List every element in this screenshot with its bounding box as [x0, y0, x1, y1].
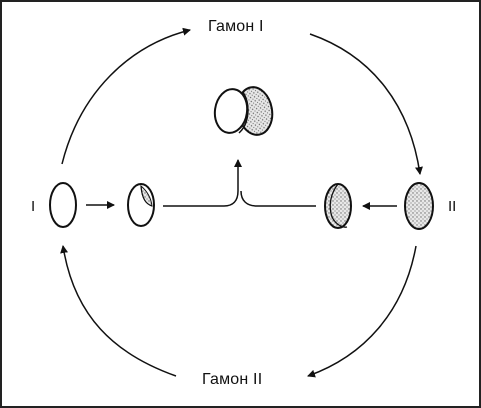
arrow-cell-i-to-gamone-i [62, 30, 190, 164]
join-line-right [241, 191, 316, 206]
cell-ii [405, 183, 433, 229]
arrow-gamone-i-to-cell-ii [310, 34, 420, 174]
arrow-cell-ii-to-gamone-ii [308, 246, 416, 376]
modified-cell-ii [325, 184, 351, 228]
gamone-ii-label: Гамон II [202, 371, 262, 389]
arrow-gamone-ii-to-cell-i [63, 246, 176, 376]
cell-i-label: I [31, 198, 35, 215]
gamone-i-label: Гамон I [208, 18, 264, 36]
cell-i [50, 183, 76, 227]
conjugant-pair [212, 84, 276, 137]
cell-ii-label: II [448, 198, 456, 215]
join-line-left [163, 160, 238, 206]
